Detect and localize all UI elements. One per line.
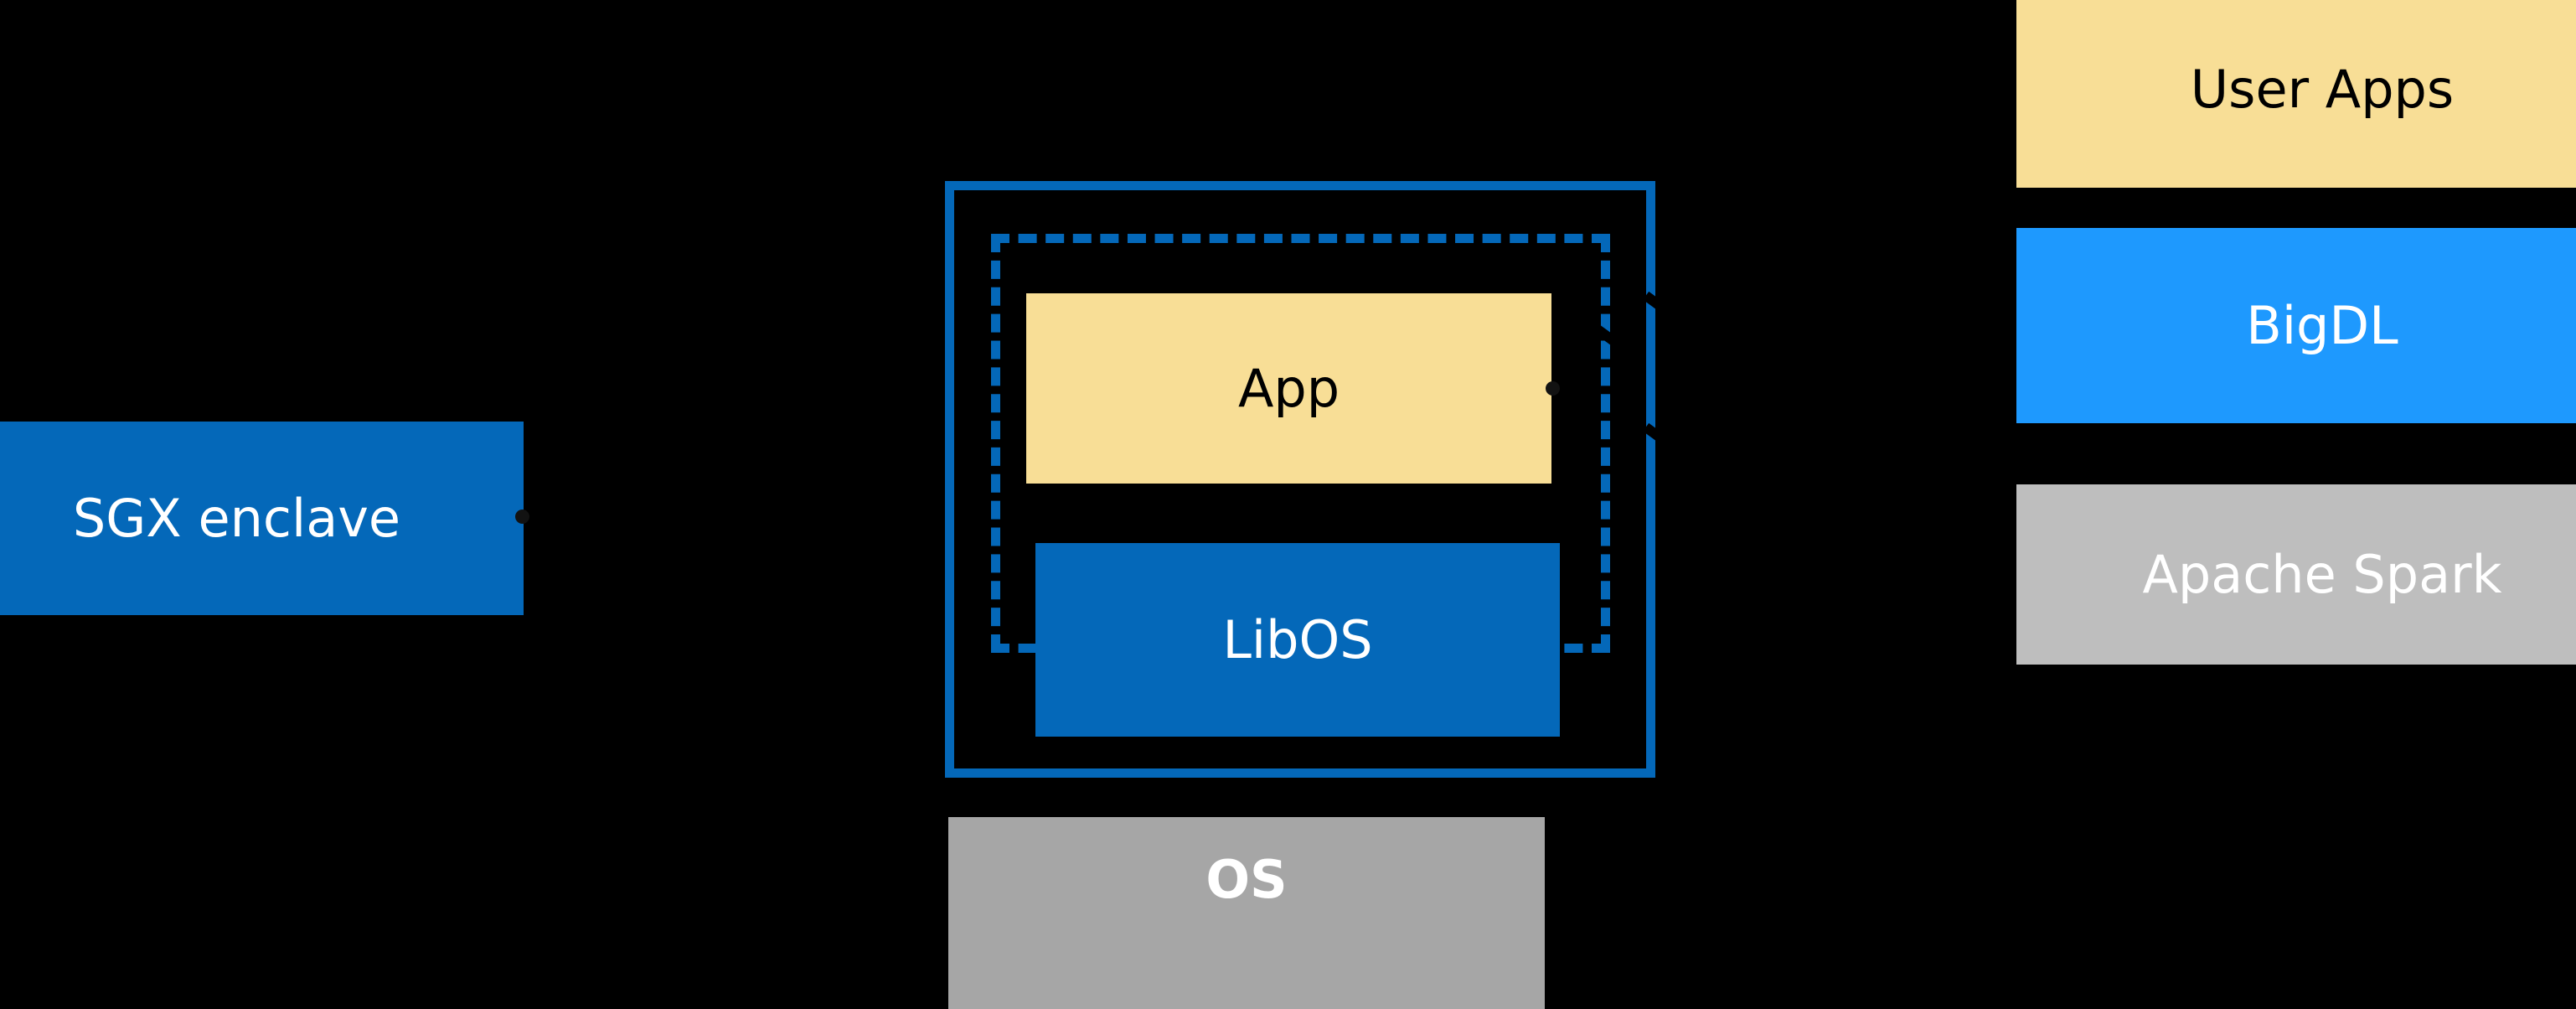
os-label: OS [1205,849,1288,910]
app-connector-dot [1546,381,1560,396]
libos-label: LibOS [1222,608,1373,670]
bigdl-label: BigDL [2246,294,2398,356]
sgx-connector-dot [515,510,529,524]
apache-spark-box: Apache Spark [2016,484,2576,665]
app-box: App [1026,293,1551,484]
os-box: OS [948,817,1545,1009]
user-apps-box: User Apps [2016,0,2576,188]
libos-box: LibOS [1035,543,1560,737]
sgx-enclave-boundary-outline [945,181,1655,778]
sgx-enclave-label: SGX enclave [72,487,401,549]
apache-spark-label: Apache Spark [2142,543,2502,605]
user-apps-label: User Apps [2190,59,2455,121]
bigdl-box: BigDL [2016,228,2576,423]
sgx-enclave-box: SGX enclave [0,422,524,615]
app-label: App [1237,357,1340,419]
